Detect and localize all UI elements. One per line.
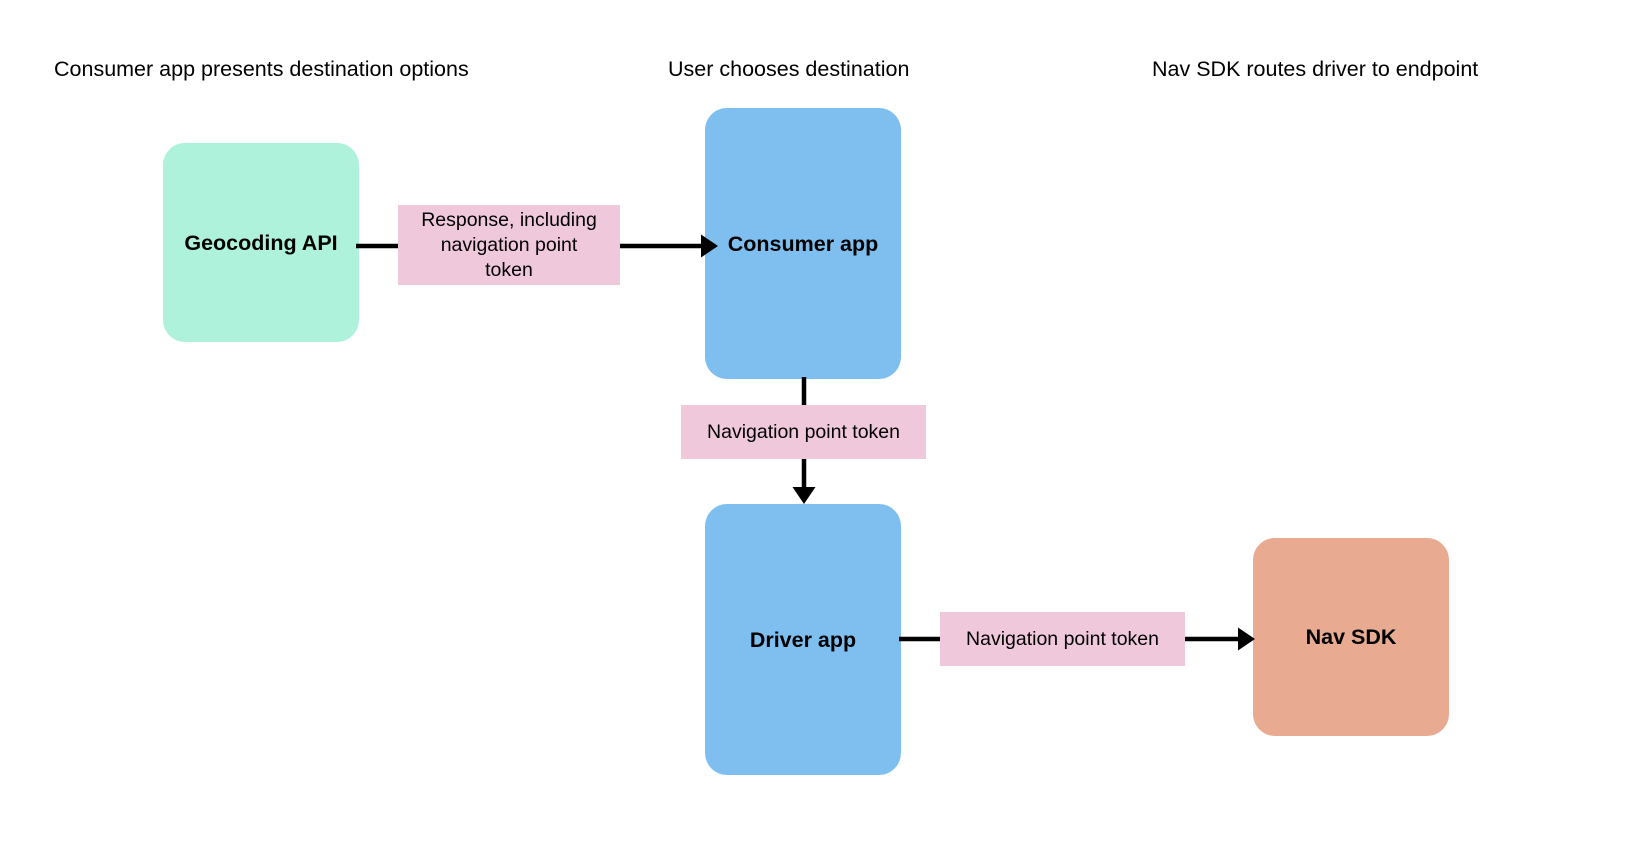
edge-label-line-2: navigation point xyxy=(440,233,578,256)
edge-label-line-1: Navigation point token xyxy=(707,420,900,443)
column-header-nav-sdk-routes-driver: Nav SDK routes driver to endpoint xyxy=(1152,57,1479,81)
node-nav-sdk[interactable]: Nav SDK xyxy=(1253,538,1449,736)
edge-label-response-including-navigation-point-token: Response, including navigation point tok… xyxy=(398,205,620,285)
node-consumer-app-label: Consumer app xyxy=(727,231,879,256)
node-geocoding-api[interactable]: Geocoding API xyxy=(163,143,359,342)
node-nav-sdk-label: Nav SDK xyxy=(1305,625,1397,649)
node-driver-app-label: Driver app xyxy=(749,627,857,652)
node-geocoding-api-label: Geocoding API xyxy=(184,230,338,255)
edge-label-line-1: Response, including xyxy=(421,208,597,231)
edge-label-navigation-point-token-horizontal: Navigation point token xyxy=(940,612,1185,666)
edge-label-line-3: token xyxy=(485,258,533,281)
edge-label-navigation-point-token-vertical: Navigation point token xyxy=(681,405,926,459)
edge-label-line-1: Navigation point token xyxy=(966,627,1159,650)
node-consumer-app[interactable]: Consumer app xyxy=(705,108,901,379)
column-header-consumer-app-presents: Consumer app presents destination option… xyxy=(54,57,469,81)
node-driver-app[interactable]: Driver app xyxy=(705,504,901,775)
column-header-user-chooses-destination: User chooses destination xyxy=(668,57,910,81)
